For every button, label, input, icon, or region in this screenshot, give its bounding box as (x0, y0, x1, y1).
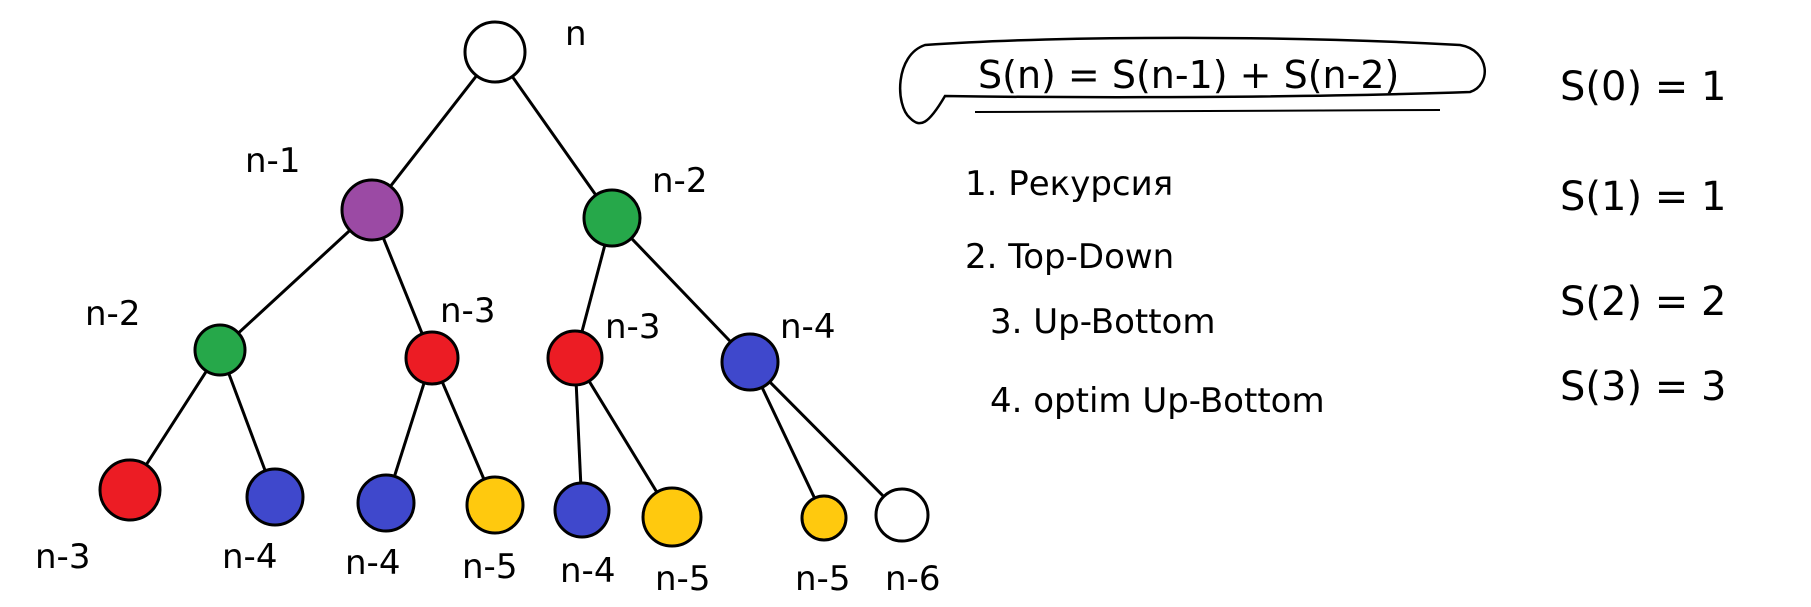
tree-node (356, 473, 416, 533)
tree-edge (748, 360, 904, 517)
node-label: n (565, 14, 587, 54)
tree-node (193, 323, 247, 377)
tree-nodes (98, 20, 930, 548)
formula-box: S(n) = S(n-1) + S(n-2) (899, 36, 1486, 125)
formula-text: S(n) = S(n-1) + S(n-2) (978, 53, 1399, 97)
node-label: n-5 (795, 559, 850, 599)
base-case: S(2) = 2 (1560, 279, 1726, 325)
node-label: n-3 (605, 307, 660, 347)
tree-node (641, 486, 703, 548)
node-label: n-4 (345, 543, 400, 583)
node-label: n-2 (85, 294, 140, 334)
tree-node (404, 330, 460, 386)
node-label: n-6 (885, 559, 940, 599)
tree-labels: n n-1 n-2 n-2 n-3 n-3 n-4 n-3 n-4 n-4 n-5 n-4 n-5 n-5… (35, 14, 940, 599)
node-label: n-3 (440, 291, 495, 331)
node-label: n-3 (35, 537, 90, 577)
formula-underline (974, 109, 1441, 113)
base-case: S(0) = 1 (1560, 64, 1726, 110)
tree-node (340, 178, 404, 242)
tree-edge (218, 208, 374, 352)
step-item: 2. Top-Down (965, 237, 1174, 277)
node-label: n-5 (655, 559, 710, 599)
tree-node (465, 475, 525, 535)
tree-node (553, 481, 611, 539)
node-label: n-4 (560, 551, 615, 591)
node-label: n-4 (222, 537, 277, 577)
tree-node (546, 329, 604, 387)
step-item: 4. optim Up-Bottom (990, 381, 1325, 421)
tree-node (800, 494, 848, 542)
formula-outline (899, 36, 1486, 125)
steps-list: 1. Рекурсия 2. Top-Down 3. Up-Bottom 4. … (965, 164, 1325, 421)
tree-node (582, 188, 642, 248)
base-case: S(1) = 1 (1560, 174, 1726, 220)
step-item: 1. Рекурсия (965, 164, 1173, 204)
node-label: n-2 (652, 161, 707, 201)
tree-edge (370, 51, 497, 211)
step-item: 3. Up-Bottom (990, 302, 1215, 342)
base-case: S(3) = 3 (1560, 364, 1726, 410)
node-label: n-4 (780, 307, 835, 347)
tree-edge (493, 51, 614, 219)
tree-edges (128, 51, 904, 519)
tree-node (98, 458, 162, 522)
tree-node (463, 20, 527, 84)
tree-edge (610, 216, 752, 364)
base-cases: S(0) = 1 S(1) = 1 S(2) = 2 S(3) = 3 (1560, 64, 1726, 410)
node-label: n-1 (245, 141, 300, 181)
tree-node (245, 467, 305, 527)
node-label: n-5 (462, 547, 517, 587)
tree-edge (573, 357, 674, 518)
tree-node (720, 332, 780, 392)
tree-node (874, 487, 930, 543)
